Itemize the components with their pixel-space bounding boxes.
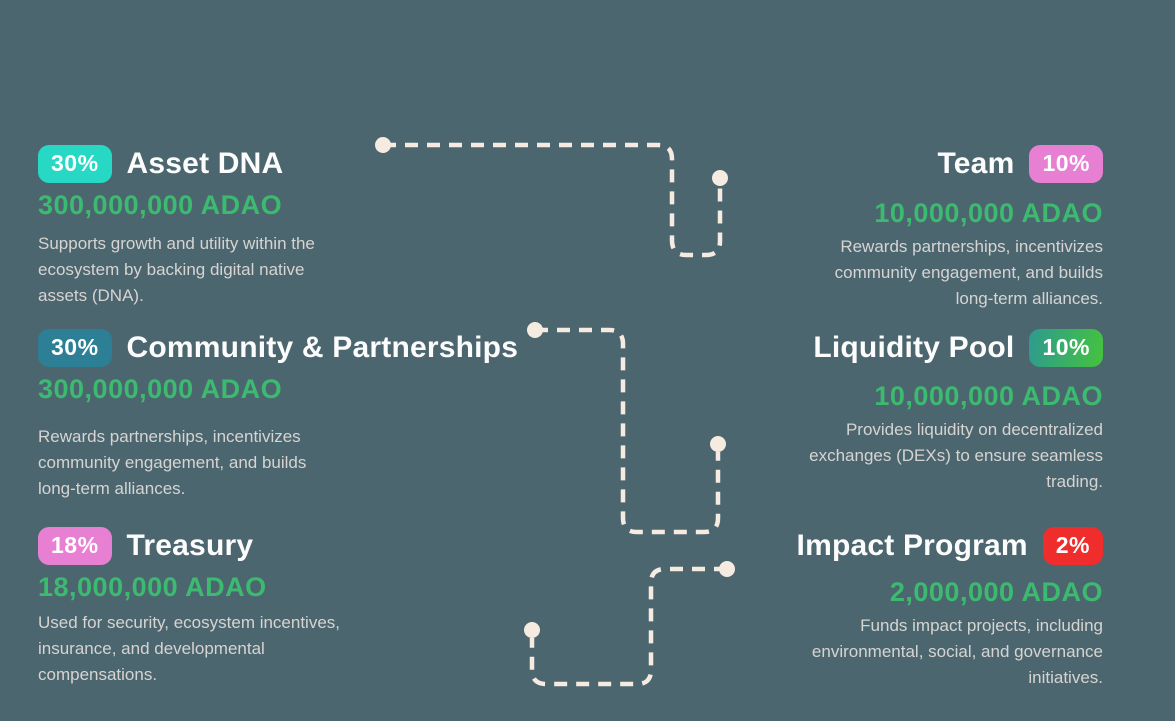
connector-dot bbox=[710, 436, 726, 452]
section-description: Rewards partnerships, incentivizes commu… bbox=[834, 237, 1103, 308]
section-header: 30% Asset DNA bbox=[38, 145, 508, 183]
allocation-liquidity-pool: Liquidity Pool 10% 10,000,000 ADAO Provi… bbox=[763, 329, 1103, 495]
allocation-community-partnerships: 30% Community & Partnerships 300,000,000… bbox=[38, 329, 518, 502]
connector-dot bbox=[712, 170, 728, 186]
section-header: 18% Treasury bbox=[38, 527, 508, 565]
section-description: Provides liquidity on decentralized exch… bbox=[809, 420, 1103, 491]
percent-badge: 18% bbox=[38, 527, 112, 565]
percent-badge: 30% bbox=[38, 145, 112, 183]
section-title: Team bbox=[937, 147, 1015, 180]
connector-dot bbox=[527, 322, 543, 338]
section-header: Liquidity Pool 10% bbox=[763, 329, 1103, 367]
token-amount: 2,000,000 ADAO bbox=[889, 577, 1103, 607]
token-amount: 10,000,000 ADAO bbox=[874, 198, 1103, 228]
percent-badge: 10% bbox=[1029, 145, 1103, 183]
allocation-treasury: 18% Treasury 18,000,000 ADAO Used for se… bbox=[38, 527, 508, 688]
allocation-asset-dna: 30% Asset DNA 300,000,000 ADAO Supports … bbox=[38, 145, 508, 309]
section-description: Funds impact projects, including environ… bbox=[811, 616, 1103, 687]
percent-badge: 30% bbox=[38, 329, 112, 367]
section-header: 30% Community & Partnerships bbox=[38, 329, 518, 367]
token-amount: 300,000,000 ADAO bbox=[38, 374, 283, 404]
percent-badge: 2% bbox=[1042, 527, 1103, 565]
token-amount: 300,000,000 ADAO bbox=[38, 190, 283, 220]
connector-dot bbox=[524, 622, 540, 638]
section-description: Rewards partnerships, incentivizes commu… bbox=[38, 427, 307, 498]
section-title: Impact Program bbox=[796, 529, 1028, 562]
section-header: Impact Program 2% bbox=[763, 527, 1103, 565]
percent-badge: 10% bbox=[1029, 329, 1103, 367]
section-title: Community & Partnerships bbox=[126, 331, 519, 364]
section-title: Treasury bbox=[126, 529, 254, 562]
section-title: Asset DNA bbox=[126, 147, 284, 180]
allocation-impact-program: Impact Program 2% 2,000,000 ADAO Funds i… bbox=[763, 527, 1103, 691]
section-description: Supports growth and utility within the e… bbox=[38, 234, 315, 305]
section-title: Liquidity Pool bbox=[813, 331, 1015, 364]
connector-line-bottom bbox=[529, 566, 727, 687]
connector-line-middle bbox=[535, 327, 721, 535]
token-amount: 18,000,000 ADAO bbox=[38, 572, 267, 602]
section-description: Used for security, ecosystem incentives,… bbox=[38, 613, 341, 684]
section-header: Team 10% bbox=[763, 145, 1103, 183]
allocation-team: Team 10% 10,000,000 ADAO Rewards partner… bbox=[763, 145, 1103, 312]
connector-dot bbox=[719, 561, 735, 577]
token-amount: 10,000,000 ADAO bbox=[874, 381, 1103, 411]
